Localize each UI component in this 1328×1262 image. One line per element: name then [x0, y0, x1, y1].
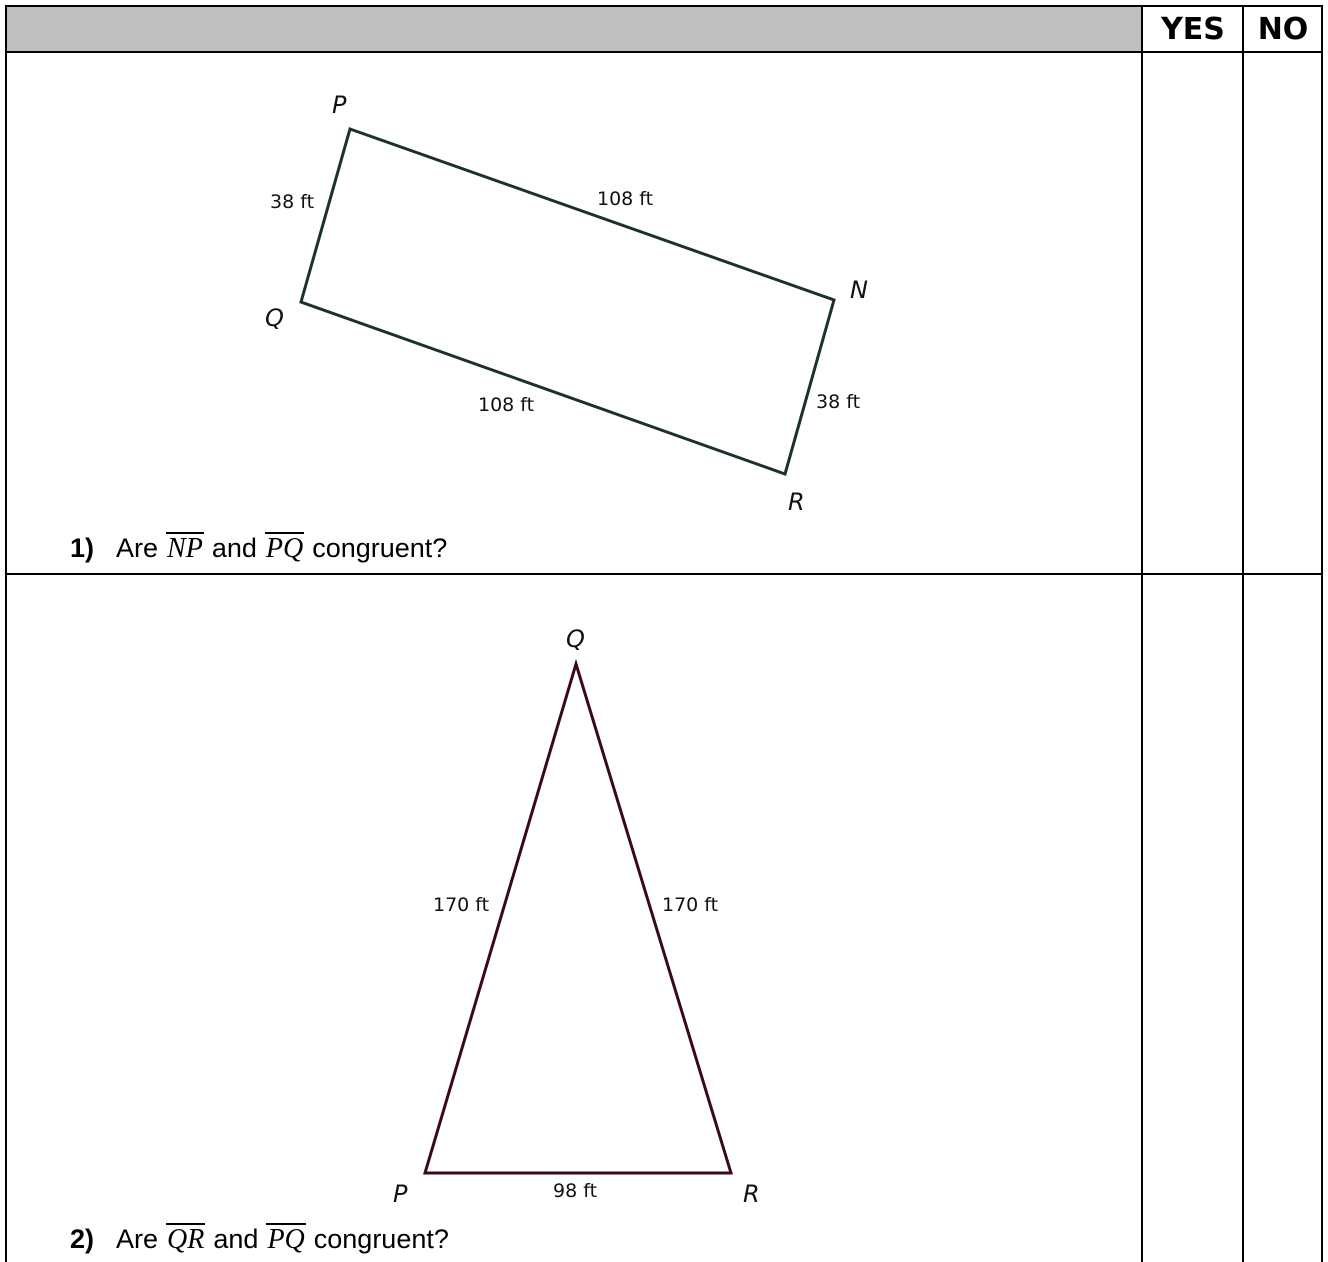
no-column-left-border — [1242, 5, 1244, 1262]
question-suffix: congruent? — [313, 1224, 449, 1254]
question-number: 1) — [70, 533, 95, 563]
question-conjunction: and — [213, 1224, 259, 1254]
rectangle-shape — [299, 127, 836, 476]
side-label-qp: 170 ft — [433, 894, 489, 916]
segment-pq: PQ — [264, 532, 305, 564]
side-label-qr: 108 ft — [478, 394, 534, 416]
table-left-border — [5, 5, 7, 1262]
q1-rectangle-figure: P Q N R 108 ft 108 ft 38 ft 38 ft — [265, 91, 868, 516]
vertex-label-p: P — [393, 1180, 408, 1208]
yes-column-header: YES — [1161, 11, 1225, 47]
q2-yes-cell[interactable] — [1143, 575, 1242, 1262]
question-conjunction: and — [211, 533, 257, 563]
table-top-border — [6, 5, 1322, 7]
vertex-label-q: Q — [265, 304, 284, 332]
header-band — [6, 6, 1142, 52]
q2-no-cell[interactable] — [1244, 575, 1321, 1262]
side-label-nr: 38 ft — [816, 391, 860, 413]
vertex-label-n: N — [850, 276, 868, 304]
no-column-header: NO — [1257, 11, 1309, 47]
segment-pq: PQ — [266, 1223, 306, 1255]
row-divider — [6, 573, 1322, 575]
vertex-label-q: Q — [566, 625, 585, 653]
side-label-pq: 38 ft — [270, 191, 314, 213]
segment-qr: QR — [166, 1223, 206, 1255]
triangle-shape — [422, 658, 734, 1175]
question-prefix: Are — [116, 1224, 159, 1254]
question-1: 1) Are NP and PQ congruent? — [70, 532, 449, 564]
side-label-pn: 108 ft — [597, 188, 653, 210]
yes-column-left-border — [1141, 5, 1143, 1262]
question-2: 2) Are QR and PQ congruent? — [70, 1223, 451, 1255]
vertex-label-p: P — [332, 91, 347, 119]
side-label-qr: 170 ft — [662, 894, 718, 916]
q2-triangle-figure: Q P R 170 ft 170 ft 98 ft — [393, 625, 760, 1208]
question-prefix: Are — [116, 533, 159, 563]
side-label-pr: 98 ft — [553, 1180, 597, 1202]
question-suffix: congruent? — [312, 533, 448, 563]
q1-no-cell[interactable] — [1244, 53, 1321, 573]
q1-yes-cell[interactable] — [1143, 53, 1242, 573]
header-bottom-border — [6, 51, 1322, 53]
segment-np: NP — [166, 532, 204, 564]
vertex-label-r: R — [788, 488, 805, 516]
vertex-label-r: R — [743, 1180, 760, 1208]
table-right-border — [1321, 5, 1323, 1262]
question-number: 2) — [70, 1224, 95, 1254]
